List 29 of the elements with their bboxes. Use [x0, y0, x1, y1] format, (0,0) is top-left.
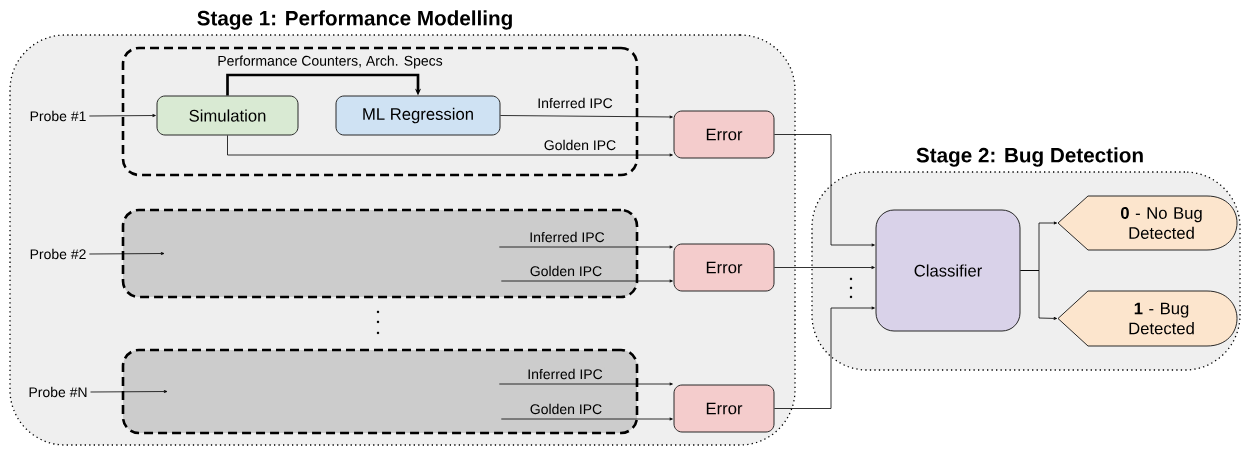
- probe-label: Probe #N: [29, 386, 87, 398]
- probe-label: Probe #1: [30, 110, 86, 122]
- arrow: [500, 115, 673, 119]
- arrow: [88, 114, 156, 118]
- process-box: ML Regression: [335, 95, 501, 136]
- probe-label: Probe #2: [30, 248, 86, 260]
- error-box: Error: [673, 384, 775, 433]
- dashed-group-box: [121, 46, 639, 177]
- arrow: [498, 245, 673, 249]
- arrow: [774, 306, 875, 409]
- arrow: [226, 73, 422, 96]
- error-box: Error: [673, 243, 775, 292]
- process-box: Simulation: [156, 95, 299, 136]
- arrow: [500, 417, 673, 421]
- arrow: [774, 266, 875, 269]
- edge-label: Performance Counters, Arch. Specs: [216, 54, 445, 70]
- arrow: [90, 390, 168, 393]
- arrow: [498, 382, 673, 386]
- arrow: [500, 279, 673, 283]
- classifier-box: Classifier: [875, 209, 1021, 332]
- node-label: Stage 2: Bug Detection: [916, 147, 1143, 167]
- dashed-group-box: [121, 348, 639, 435]
- node-label: Stage 1: Performance Modelling: [197, 10, 512, 30]
- error-box: Error: [673, 110, 775, 159]
- dashed-group-box: [121, 208, 639, 299]
- arrow: [774, 134, 875, 247]
- arrow: [227, 135, 673, 157]
- arrow: [88, 252, 165, 255]
- arrow: [1020, 270, 1058, 320]
